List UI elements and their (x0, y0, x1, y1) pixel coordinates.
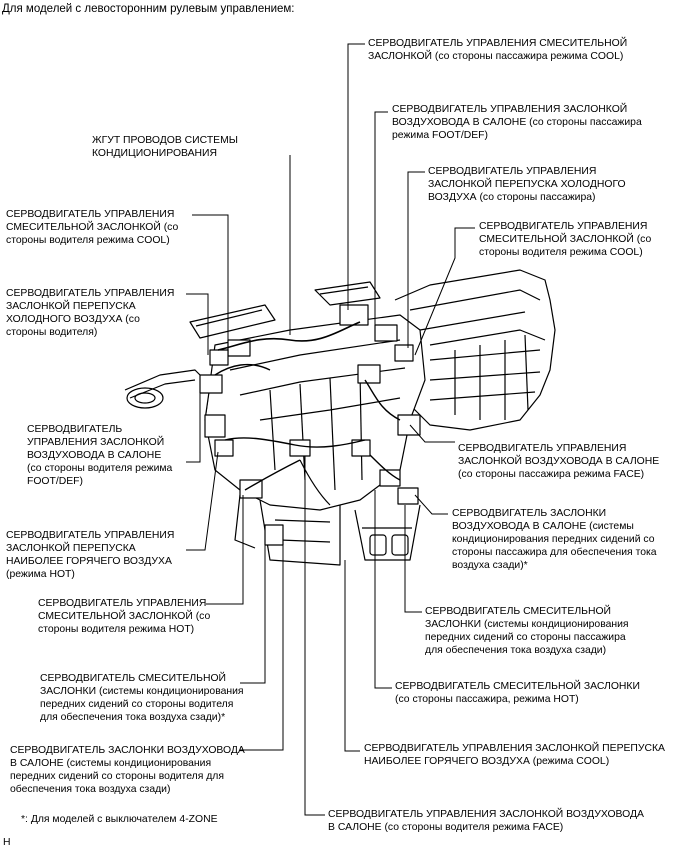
label-mix-damper-driver-hot: СЕРВОДВИГАТЕЛЬ УПРАВЛЕНИЯ СМЕСИТЕЛЬНОЙ З… (38, 598, 211, 635)
label-duct-damper-pass-face: СЕРВОДВИГАТЕЛЬ УПРАВЛЕНИЯ ЗАСЛОНКОЙ ВОЗД… (458, 443, 660, 480)
label-cold-bypass-driver: СЕРВОДВИГАТЕЛЬ УПРАВЛЕНИЯ ЗАСЛОНКОЙ ПЕРЕ… (6, 288, 175, 338)
footnote: *: Для моделей с выключателем 4-ZONE (21, 814, 218, 825)
leader-mix-damper-driver-cool-left (192, 214, 229, 342)
leader-hot-bypass-cool (344, 560, 360, 752)
leader-cold-bypass-driver (186, 293, 209, 355)
leader-lines (186, 43, 475, 816)
label-duct-damper-driver-face: СЕРВОДВИГАТЕЛЬ УПРАВЛЕНИЯ ЗАСЛОНКОЙ ВОЗД… (328, 809, 644, 833)
label-hot-bypass-hot: СЕРВОДВИГАТЕЛЬ УПРАВЛЕНИЯ ЗАСЛОНКОЙ ПЕРЕ… (6, 530, 175, 580)
leader-duct-damper-driver-footdef (186, 385, 201, 463)
leader-duct-damper-front-seat-driver (240, 540, 284, 751)
label-hot-bypass-cool: СЕРВОДВИГАТЕЛЬ УПРАВЛЕНИЯ ЗАСЛОНКОЙ ПЕРЕ… (364, 743, 665, 767)
leader-mix-damper-pass-hot (374, 490, 392, 689)
leader-mix-damper-driver-cool-right (414, 227, 475, 356)
leader-cold-bypass-pass (407, 171, 425, 348)
label-wire-harness: ЖГУТ ПРОВОДОВ СИСТЕМЫ КОНДИЦИОНИРОВАНИЯ (92, 135, 238, 159)
label-duct-damper-driver-footdef: СЕРВОДВИГАТЕЛЬ УПРАВЛЕНИЯ ЗАСЛОНКОЙ ВОЗД… (27, 424, 173, 487)
label-duct-damper-front-seat-pass: СЕРВОДВИГАТЕЛЬ ЗАСЛОНКИ ВОЗДУХОВОДА В СА… (452, 508, 657, 571)
label-duct-damper-front-seat-driver: СЕРВОДВИГАТЕЛЬ ЗАСЛОНКИ ВОЗДУХОВОДА В СА… (10, 745, 245, 795)
leader-mix-damper-pass-cool (347, 43, 365, 310)
leader-duct-damper-front-seat-pass (414, 494, 448, 515)
leader-hot-bypass-hot (186, 451, 219, 551)
label-mix-damper-front-seat-driver: СЕРВОДВИГАТЕЛЬ СМЕСИТЕЛЬНОЙ ЗАСЛОНКИ (си… (40, 673, 244, 723)
hvac-unit-drawing (124, 269, 556, 566)
label-mix-damper-driver-cool-right: СЕРВОДВИГАТЕЛЬ УПРАВЛЕНИЯ СМЕСИТЕЛЬНОЙ З… (479, 221, 652, 258)
leader-duct-damper-pass-footdef (374, 111, 388, 330)
label-mix-damper-front-seat-pass: СЕРВОДВИГАТЕЛЬ СМЕСИТЕЛЬНОЙ ЗАСЛОНКИ (си… (425, 606, 629, 656)
leader-duct-damper-pass-face (409, 424, 455, 443)
label-mix-damper-pass-hot: СЕРВОДВИГАТЕЛЬ СМЕСИТЕЛЬНОЙ ЗАСЛОНКИ (со… (395, 681, 640, 705)
label-mix-damper-pass-cool: СЕРВОДВИГАТЕЛЬ УПРАВЛЕНИЯ СМЕСИТЕЛЬНОЙ З… (368, 38, 628, 62)
corner-mark: H (3, 837, 11, 848)
label-duct-damper-pass-footdef: СЕРВОДВИГАТЕЛЬ УПРАВЛЕНИЯ ЗАСЛОНКОЙ ВОЗД… (392, 104, 642, 141)
leader-mix-damper-front-seat-pass (404, 505, 422, 613)
label-cold-bypass-pass: СЕРВОДВИГАТЕЛЬ УПРАВЛЕНИЯ ЗАСЛОНКОЙ ПЕРЕ… (428, 166, 626, 203)
leader-duct-damper-driver-face (304, 456, 325, 816)
header-caption: Для моделей с левосторонним рулевым упра… (2, 3, 295, 15)
leader-mix-damper-driver-hot (206, 495, 244, 605)
label-mix-damper-driver-cool-left: СЕРВОДВИГАТЕЛЬ УПРАВЛЕНИЯ СМЕСИТЕЛЬНОЙ З… (6, 209, 179, 246)
leader-mix-damper-front-seat-driver (240, 545, 266, 684)
